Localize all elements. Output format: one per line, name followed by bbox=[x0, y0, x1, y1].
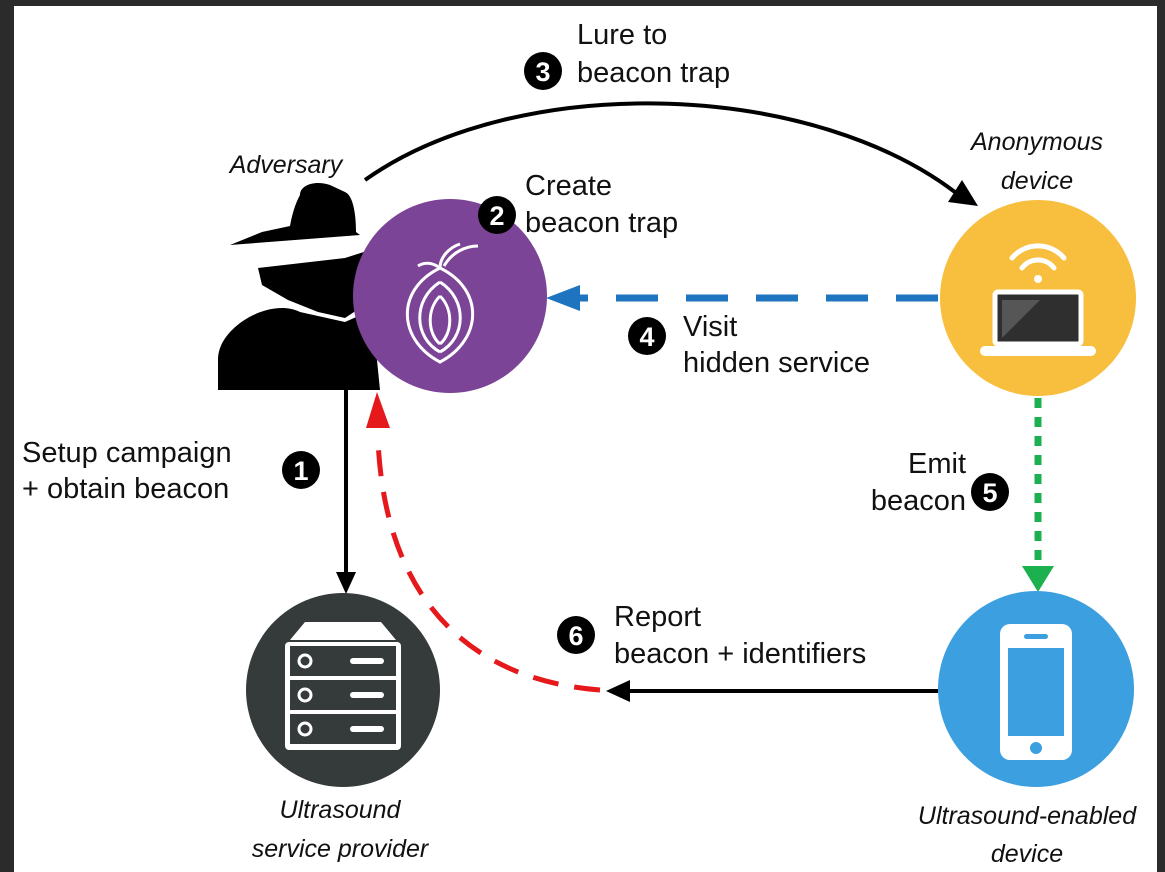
step-4-label-line1: Visit bbox=[683, 311, 737, 343]
step-2-number: 2 bbox=[489, 201, 504, 231]
ultrasound-device-label-line1: Ultrasound-enabled bbox=[918, 802, 1137, 830]
step-5-number: 5 bbox=[982, 478, 997, 508]
step-5-label-line1: Emit bbox=[908, 448, 966, 480]
adversary-label: Adversary bbox=[228, 151, 344, 179]
step-6-label-line2: beacon + identifiers bbox=[614, 638, 866, 670]
lure-arrowhead bbox=[948, 180, 978, 206]
ultrasound-provider-label-line2: service provider bbox=[252, 835, 430, 863]
tor-onion-icon bbox=[405, 242, 479, 364]
report-arrowhead bbox=[606, 680, 630, 702]
smartphone-icon bbox=[1000, 624, 1072, 760]
step-4-number: 4 bbox=[639, 322, 654, 352]
spy-icon bbox=[218, 183, 380, 390]
server-icon bbox=[285, 622, 401, 750]
lure-arrow bbox=[363, 101, 967, 202]
step-5-badge bbox=[971, 473, 1009, 511]
ultrasound-device-label-line2: device bbox=[991, 840, 1063, 868]
step-6-badge bbox=[557, 616, 595, 654]
diagram-canvas: Adversary Anonymous device Ultrasound se… bbox=[14, 6, 1157, 872]
report-return-arrow bbox=[375, 439, 601, 693]
anonymous-device-node bbox=[940, 200, 1136, 396]
anonymous-device-label-line1: Anonymous bbox=[969, 128, 1103, 156]
step-2-label-line2: beacon trap bbox=[525, 207, 678, 239]
step-3-number: 3 bbox=[535, 57, 550, 87]
tor-onion-node bbox=[353, 199, 547, 393]
setup-arrowhead bbox=[336, 572, 356, 594]
step-3-label-line1: Lure to bbox=[577, 19, 667, 51]
step-3-label-line2: beacon trap bbox=[577, 57, 730, 89]
step-2-label-line1: Create bbox=[525, 170, 612, 202]
step-4-badge bbox=[628, 317, 666, 355]
step-1-badge bbox=[282, 451, 320, 489]
ultrasound-device-node bbox=[938, 591, 1134, 787]
anonymous-device-label-line2: device bbox=[1001, 167, 1073, 195]
diagram-svg: Adversary Anonymous device Ultrasound se… bbox=[22, 19, 1137, 868]
report-return-arrowhead bbox=[366, 392, 390, 428]
visit-arrowhead bbox=[546, 285, 580, 311]
step-5-label-line2: beacon bbox=[871, 485, 966, 517]
step-1-label-line1: Setup campaign bbox=[22, 437, 232, 469]
emit-arrowhead bbox=[1022, 566, 1054, 592]
step-6-number: 6 bbox=[568, 621, 583, 651]
step-4-label-line2: hidden service bbox=[683, 347, 870, 379]
step-1-number: 1 bbox=[293, 456, 308, 486]
ultrasound-provider-label-line1: Ultrasound bbox=[280, 796, 402, 824]
laptop-wifi-icon bbox=[980, 243, 1096, 356]
step-2-badge bbox=[478, 196, 516, 234]
ultrasound-provider-node bbox=[246, 593, 440, 787]
step-6-label-line1: Report bbox=[614, 601, 701, 633]
step-1-label-line2: + obtain beacon bbox=[22, 473, 229, 505]
step-3-badge bbox=[524, 52, 562, 90]
